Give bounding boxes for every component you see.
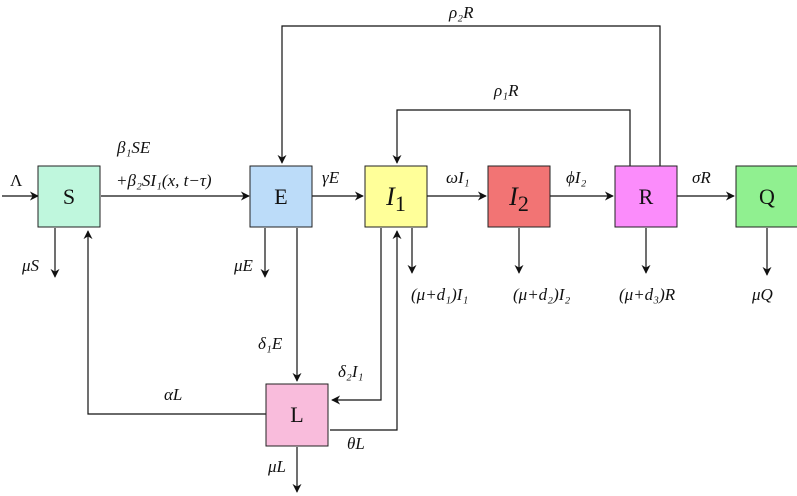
label-q: Q (759, 184, 775, 209)
box-e (249, 165, 313, 228)
rate-rho2-r: ρ₂R (448, 3, 474, 22)
compartment-i2: I2 (487, 165, 551, 228)
edge-i1-to-l (331, 228, 382, 405)
compartment-i1: I1 (364, 165, 428, 228)
rate-sigma-r: σR (692, 168, 711, 187)
label-r: R (639, 184, 654, 209)
rate-mu-e: μE (233, 256, 254, 275)
rate-delta1-e: δ₁E (258, 334, 283, 353)
compartment-q: Q (735, 165, 797, 228)
rate-gamma-e: γE (322, 168, 340, 187)
edge-r-to-i1 (392, 109, 631, 166)
box-l (265, 383, 329, 447)
edge-l-to-s (83, 230, 266, 415)
rate-theta-l: θL (347, 434, 365, 453)
rate-mu-l: μL (267, 457, 286, 476)
edge-l-to-i1 (330, 230, 402, 431)
rate-death-r: (μ+d₃)R (619, 285, 676, 304)
rate-lambda: Λ (10, 171, 23, 190)
rate-death-i1: (μ+d₁)I₁ (411, 285, 468, 304)
label-l: L (290, 402, 303, 427)
rate-rho1-r: ρ₁R (493, 81, 519, 100)
box-i1 (364, 165, 428, 228)
edge-r-to-e (277, 25, 661, 166)
rate-infection-1: β₁SE (116, 138, 151, 157)
box-s (37, 165, 101, 228)
rate-mu-q: μQ (751, 285, 773, 304)
box-i2 (487, 165, 551, 228)
rate-delta2-i1: δ₂I₁ (338, 362, 363, 381)
compartment-s: S (37, 165, 101, 228)
box-r (614, 165, 678, 228)
rate-infection-2: +β₂SI₁(x, t−τ) (116, 171, 212, 190)
rate-omega-i1: ωI₁ (446, 168, 470, 187)
label-i1: I1 (385, 182, 406, 216)
rate-mu-s: μS (21, 256, 40, 275)
compartment-l: L (265, 383, 329, 447)
compartment-r: R (614, 165, 678, 228)
rate-alpha-l: αL (164, 385, 182, 404)
compartment-e: E (249, 165, 313, 228)
rate-death-i2: (μ+d₂)I₂ (513, 285, 570, 304)
label-e: E (274, 184, 287, 209)
label-i2: I2 (508, 182, 529, 216)
rate-phi-i2: ϕI₂ (566, 168, 586, 187)
box-q (735, 165, 797, 228)
label-s: S (63, 184, 75, 209)
